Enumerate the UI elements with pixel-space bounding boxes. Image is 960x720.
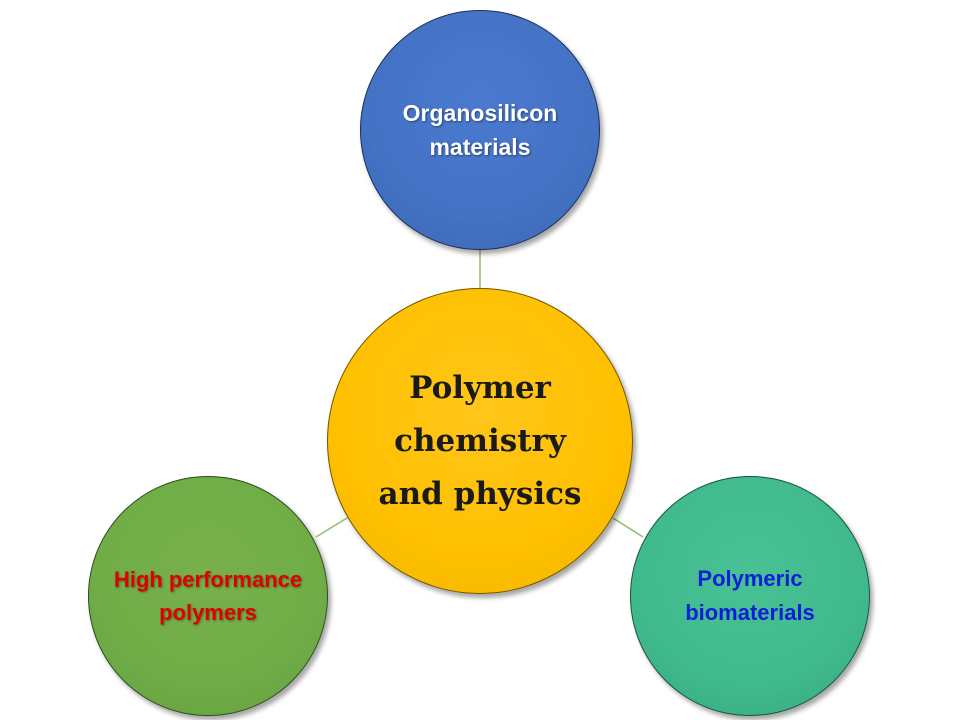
node-biomaterials-label: Polymeric biomaterials — [685, 566, 815, 625]
node-high-performance: High performance polymers — [88, 476, 328, 716]
node-polymer-chemistry: Polymer chemistry and physics — [327, 288, 633, 594]
node-biomaterials: Polymeric biomaterials — [630, 476, 870, 716]
node-organosilicon-label: Organosilicon materials — [402, 100, 558, 160]
node-polymer-chemistry-label: Polymer chemistry and physics — [378, 369, 582, 512]
node-organosilicon: Organosilicon materials — [360, 10, 600, 250]
connector-right — [612, 517, 644, 538]
connector-left — [315, 517, 348, 538]
node-high-performance-label: High performance polymers — [113, 567, 303, 625]
